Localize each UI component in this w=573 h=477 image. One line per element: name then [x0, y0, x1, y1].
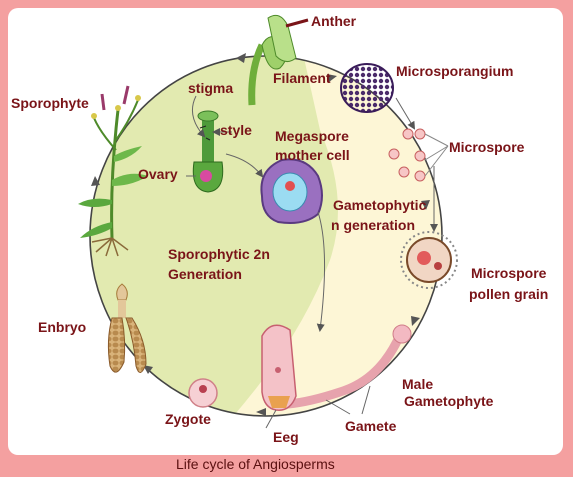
- label-zygote: Zygote: [165, 411, 211, 427]
- pollen-grain-illustration: [400, 231, 458, 289]
- label-sporophytic-line1: Sporophytic 2n: [168, 246, 270, 262]
- ovule-illustration: [261, 324, 297, 411]
- label-microspore-pollen-line1: Microspore: [471, 265, 547, 281]
- label-sporophyte: Sporophyte: [11, 95, 89, 111]
- diagram-caption: Life cycle of Angiosperms: [176, 456, 335, 472]
- label-megaspore-line1: Megaspore: [275, 128, 349, 144]
- sporophyte-illustration: [78, 85, 148, 257]
- label-microsporangium: Microsporangium: [396, 63, 514, 79]
- microspore-illustration: [388, 128, 449, 182]
- label-megaspore-line2: mother cell: [275, 147, 350, 163]
- label-sporophytic-line2: Generation: [168, 266, 242, 282]
- label-male-gametophyte-line1: Male: [402, 376, 434, 392]
- leader-lines: [186, 95, 438, 429]
- label-style: style: [220, 122, 252, 138]
- label-gamete: Gamete: [345, 418, 397, 434]
- label-stigma: stigma: [188, 80, 234, 96]
- label-microspore-pollen-line2: pollen grain: [469, 286, 549, 302]
- label-gametophytic-line1: Gametophytic: [333, 197, 427, 213]
- label-ovary: Ovary: [138, 166, 178, 182]
- cycle-arrows: [91, 53, 430, 416]
- label-filament: Filament: [273, 70, 331, 86]
- zygote-illustration: [188, 378, 218, 408]
- megaspore-mother-cell-illustration: [260, 158, 323, 224]
- pollen-tube-illustration: [283, 324, 412, 409]
- anther-illustration: [248, 14, 309, 106]
- label-anther: Anther: [311, 13, 357, 29]
- embryo-illustration: [107, 283, 147, 373]
- label-microspore: Microspore: [449, 139, 525, 155]
- microsporangium-illustration: [340, 63, 394, 113]
- label-egg: Eeg: [273, 429, 299, 445]
- label-embryo: Enbryo: [38, 319, 87, 335]
- label-male-gametophyte-line2: Gametophyte: [404, 393, 494, 409]
- label-gametophytic-line2: n generation: [331, 217, 416, 233]
- pistil-illustration: [192, 110, 224, 193]
